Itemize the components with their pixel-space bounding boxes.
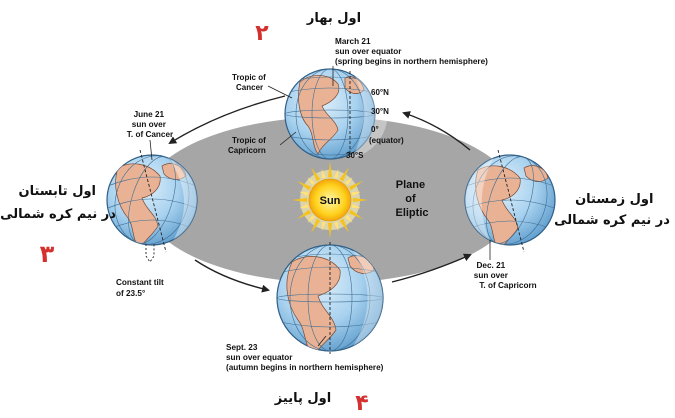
sun-ray — [344, 214, 353, 223]
svg-text:اول تابستان در نیم کره شما: اول تابستان در نیم کره شمالی — [0, 184, 116, 222]
svg-text:Constant tilt of 23.5°: Constant tilt of 23.5° — [116, 278, 166, 298]
march-caption-line2: sun over equator — [335, 47, 402, 56]
autumn-title: اول پاییز — [274, 391, 331, 406]
lat-30s-label: 30°S — [346, 151, 364, 160]
svg-text:0° (equator): 0° (equator) — [369, 125, 404, 145]
winter-title-line1: اول زمستان — [575, 192, 653, 207]
december-caption-line1: Dec. 21 — [477, 261, 506, 270]
sun-disc — [308, 178, 352, 222]
march-caption-line1: March 21 — [335, 37, 371, 46]
winter-title-line2: در نیم کره شمالی — [554, 213, 670, 228]
svg-text:Tropic of Cancer: Tropic of Cancer — [232, 73, 268, 92]
orbit-arrow-bottom-right — [391, 253, 472, 283]
globe-march — [284, 68, 388, 160]
sun-ray — [348, 209, 363, 219]
sun-ray — [292, 197, 308, 203]
tilt-bracket — [145, 244, 155, 263]
orbit-arrow-top-right — [402, 111, 471, 151]
lat-60n-label: 60°N — [371, 88, 389, 97]
sun-ray — [339, 218, 349, 233]
svg-text:Sept. 23 sun over equator: Sept. 23 sun over equator (autumn begins… — [226, 343, 384, 372]
tropic-cancer-line2: Cancer — [236, 83, 263, 92]
june-caption-line1: June 21 — [134, 110, 165, 119]
tropic-cancer-line1: Tropic of — [232, 73, 266, 82]
sun-ray — [299, 203, 309, 209]
tropic-capricorn-line2: Capricorn — [228, 146, 266, 155]
svg-text:اول زمستان در نیم کره شمال: اول زمستان در نیم کره شمالی — [554, 192, 670, 228]
sun-ray — [321, 221, 327, 231]
sun-ray — [327, 162, 333, 178]
june-caption-line2: sun over — [132, 120, 167, 129]
plane-label-line2: of — [405, 193, 416, 205]
june-caption-line3: T. of Cancer — [127, 130, 174, 139]
svg-text:March 21 sun over equator: March 21 sun over equator (spring begins… — [335, 37, 488, 66]
sun-ray — [339, 167, 349, 182]
sun-label: Sun — [320, 195, 341, 207]
sun-ray — [311, 218, 321, 233]
september-caption-line1: Sept. 23 — [226, 343, 258, 352]
equator-label: (equator) — [369, 136, 404, 145]
sun-ray — [351, 191, 361, 197]
sun-ray — [333, 169, 339, 179]
sun-ray — [297, 181, 312, 191]
svg-text:Dec. 21 sun over T. of: Dec. 21 sun over T. of Capricorn — [474, 261, 537, 290]
spring-number: ۲ — [255, 21, 269, 46]
sun-ray — [299, 191, 309, 197]
autumn-number: ۴ — [355, 391, 368, 416]
september-caption-line2: sun over equator — [226, 353, 293, 362]
sun-ray — [327, 222, 333, 238]
sun-ray — [297, 209, 312, 219]
orbit-arrow-bottom-left — [194, 259, 270, 293]
lat-30n-label: 30°N — [371, 107, 389, 116]
sun-ray — [307, 214, 316, 223]
sun-ray — [333, 221, 339, 231]
svg-text:Tropic of Capricorn: Tropic of Capricorn — [228, 136, 268, 155]
spring-title: اول بهار — [306, 11, 361, 26]
september-caption-line3: (autumn begins in northern hemisphere) — [226, 363, 384, 372]
march-caption-line3: (spring begins in northern hemisphere) — [335, 57, 488, 66]
tilt-line2: of 23.5° — [116, 289, 145, 298]
svg-text:Plane of Eliptic: Plane of Eliptic — [395, 179, 428, 219]
sun-ray — [344, 177, 353, 186]
globe-december — [464, 149, 556, 253]
sun-ray — [321, 169, 327, 179]
summer-title-line1: اول تابستان — [19, 184, 97, 199]
globe-june — [106, 149, 198, 253]
summer-number: ۳ — [40, 240, 55, 268]
tilt-line1: Constant tilt — [116, 278, 164, 287]
lat-0-label: 0° — [371, 125, 379, 134]
sun-ray — [307, 177, 316, 186]
december-caption-line2: sun over — [474, 271, 509, 280]
sun-ray — [311, 167, 321, 182]
tropic-capricorn-line1: Tropic of — [232, 136, 266, 145]
sun-ray — [351, 203, 361, 209]
summer-title-line2: در نیم کره شمالی — [0, 207, 116, 222]
svg-text:June 21 sun over T. of: June 21 sun over T. of Cancer — [127, 110, 174, 139]
sun-ray — [348, 181, 363, 191]
plane-label-line1: Plane — [396, 179, 425, 191]
december-caption-line3: T. of Capricorn — [479, 281, 536, 290]
plane-label-line3: Eliptic — [395, 207, 428, 219]
sun-ray — [352, 197, 368, 203]
orbit-arrow-top-left — [168, 95, 286, 145]
